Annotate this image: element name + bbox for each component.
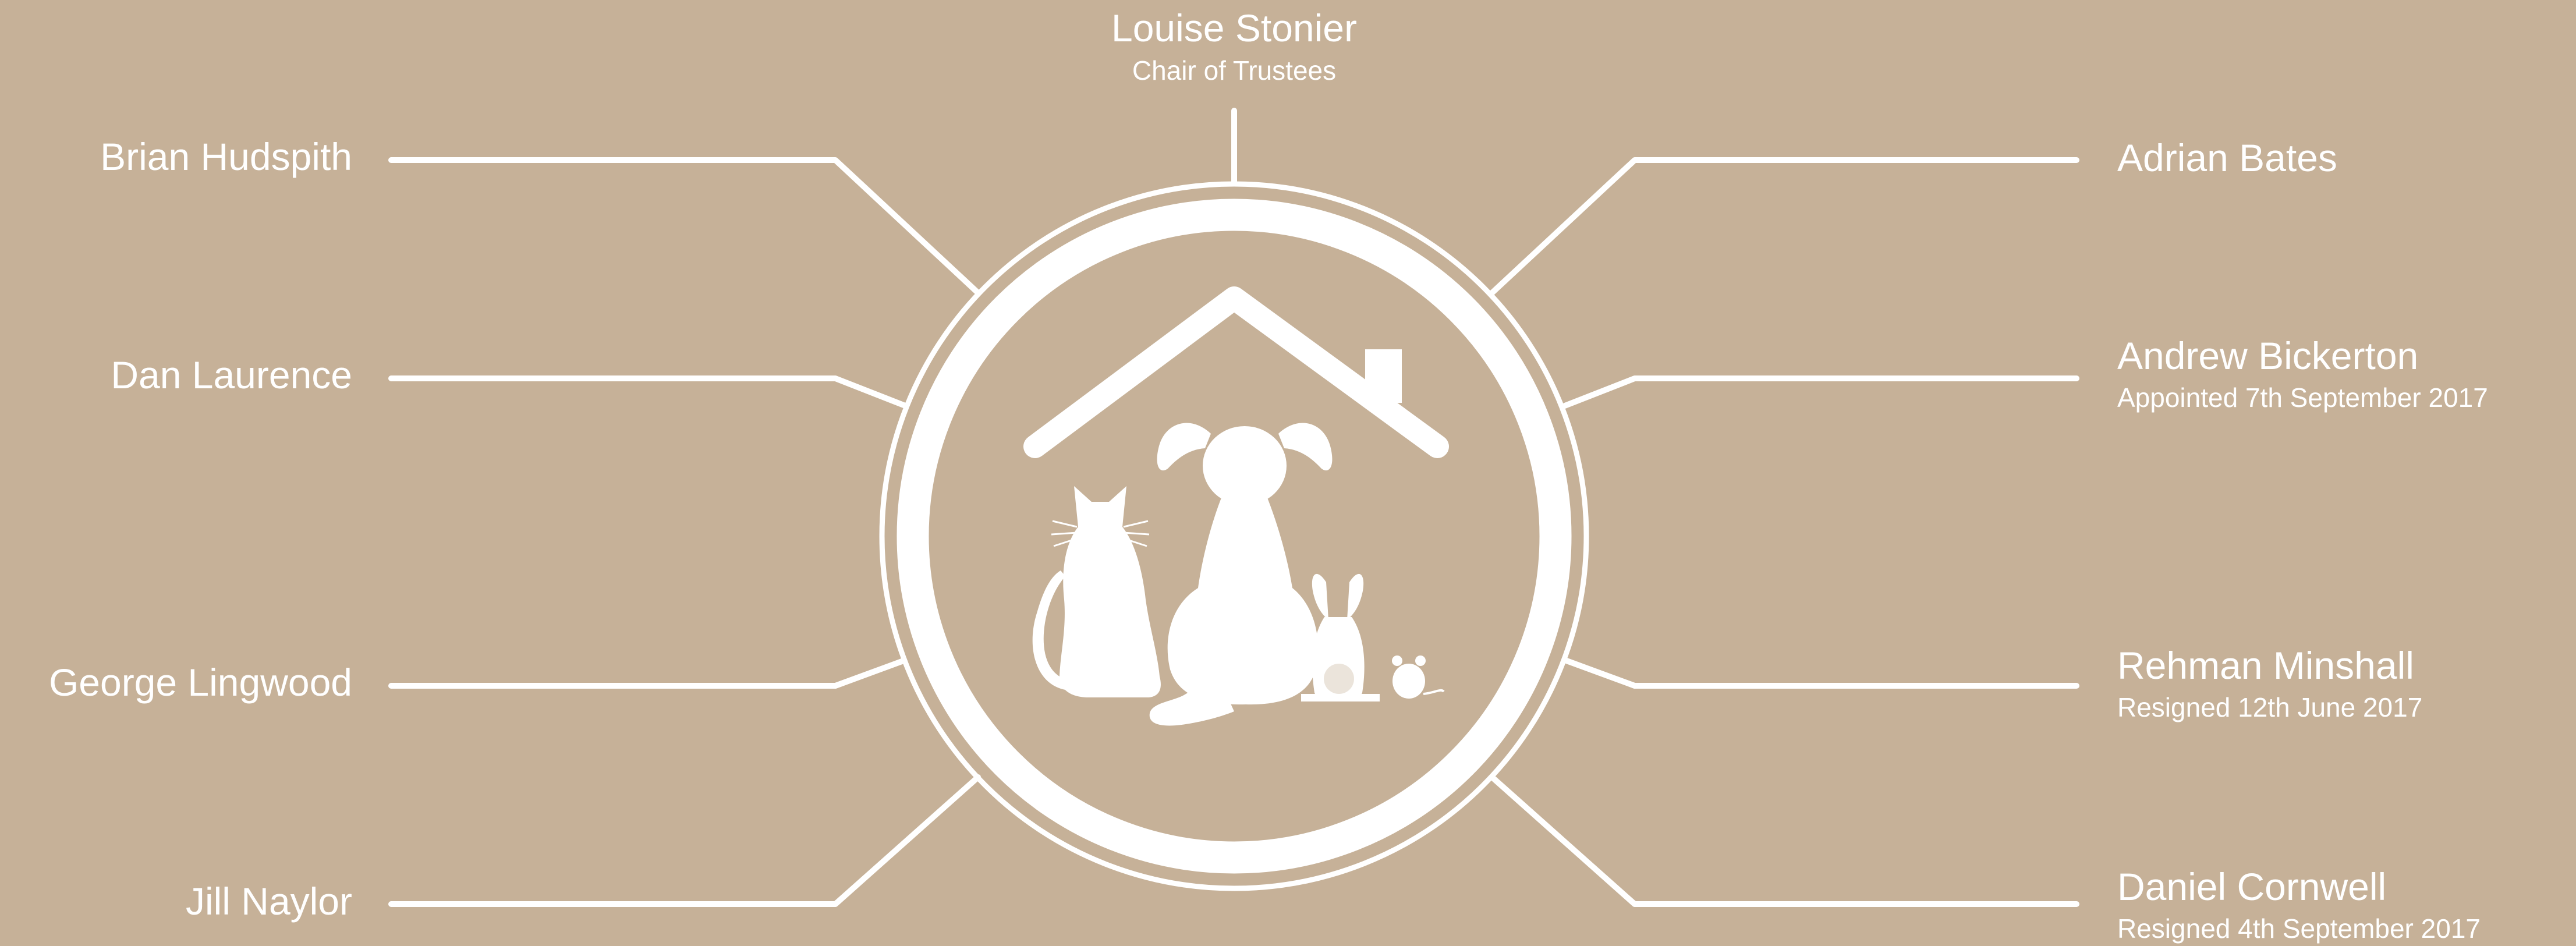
connector-right-4	[1492, 777, 2077, 904]
left-trustee-1: Brian Hudspith	[0, 137, 352, 176]
right-trustee-3: Rehman Minshall	[2117, 646, 2414, 685]
right-trustee-4-note: Resigned 4th September 2017	[2117, 915, 2481, 942]
connector-right-3	[1567, 661, 2077, 686]
connector-left-3	[391, 661, 903, 686]
connector-left-1	[391, 160, 978, 293]
chair-name: Louise Stonier	[1001, 9, 1467, 47]
house-roof-icon	[1035, 298, 1437, 447]
rabbit-tail	[1324, 664, 1354, 694]
right-trustee-4: Daniel Cornwell	[2117, 867, 2386, 906]
right-trustee-2-note: Appointed 7th September 2017	[2117, 384, 2488, 411]
right-trustee-1: Adrian Bates	[2117, 139, 2337, 177]
dog-icon	[1150, 423, 1333, 726]
left-trustee-2: Dan Laurence	[0, 356, 352, 394]
connector-right-1	[1492, 160, 2077, 293]
connector-left-4	[391, 777, 978, 904]
left-trustee-3: George Lingwood	[0, 663, 352, 701]
cat-icon	[1033, 486, 1161, 697]
logo-emblem	[882, 184, 1586, 888]
right-trustee-3-note: Resigned 12th June 2017	[2117, 694, 2422, 721]
left-trustee-4: Jill Naylor	[0, 882, 352, 920]
connector-left-2	[391, 378, 905, 406]
mouse-icon	[1392, 656, 1444, 699]
chair-role: Chair of Trustees	[1001, 57, 1467, 84]
connector-right-2	[1565, 378, 2077, 406]
right-trustee-2: Andrew Bickerton	[2117, 336, 2418, 375]
